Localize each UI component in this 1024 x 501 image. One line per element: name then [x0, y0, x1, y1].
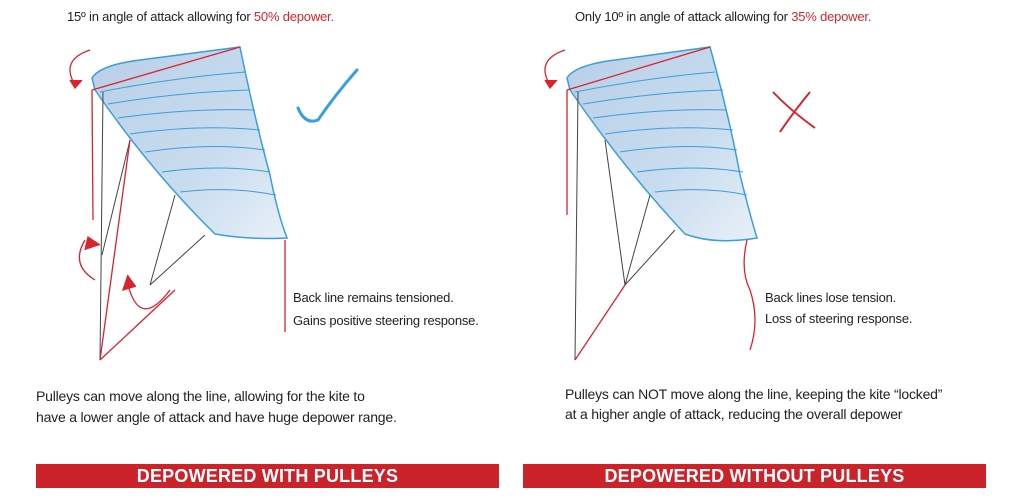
right-backline-note-1: Back lines lose tension.: [765, 290, 897, 305]
left-caption-text: 15º in angle of attack allowing for: [67, 9, 254, 24]
right-caption-text: Only 10º in angle of attack allowing for: [575, 9, 792, 24]
right-description-2: at a higher angle of attack, reducing th…: [565, 406, 903, 422]
right-banner: DEPOWERED WITHOUT PULLEYS: [523, 464, 986, 488]
right-caption: Only 10º in angle of attack allowing for…: [575, 9, 871, 24]
left-kite-illustration: [69, 46, 359, 361]
left-description-1: Pulleys can move along the line, allowin…: [36, 388, 365, 404]
right-backline-note-2: Loss of steering response.: [765, 311, 913, 326]
left-kite-canopy: [91, 46, 289, 240]
cross-icon: [772, 91, 816, 133]
right-description-1: Pulleys can NOT move along the line, kee…: [565, 386, 943, 402]
left-backline-note-2: Gains positive steering response.: [293, 313, 479, 328]
checkmark-icon: [296, 68, 359, 123]
left-backline-note-1: Back line remains tensioned.: [293, 290, 454, 305]
left-caption-highlight: 50% depower.: [253, 9, 334, 24]
right-caption-highlight: 35% depower.: [791, 9, 872, 24]
left-description-2: have a lower angle of attack and have hu…: [36, 409, 397, 425]
right-kite-illustration: [544, 46, 816, 361]
left-banner: DEPOWERED WITH PULLEYS: [36, 464, 499, 488]
left-caption: 15º in angle of attack allowing for 50% …: [67, 9, 334, 24]
